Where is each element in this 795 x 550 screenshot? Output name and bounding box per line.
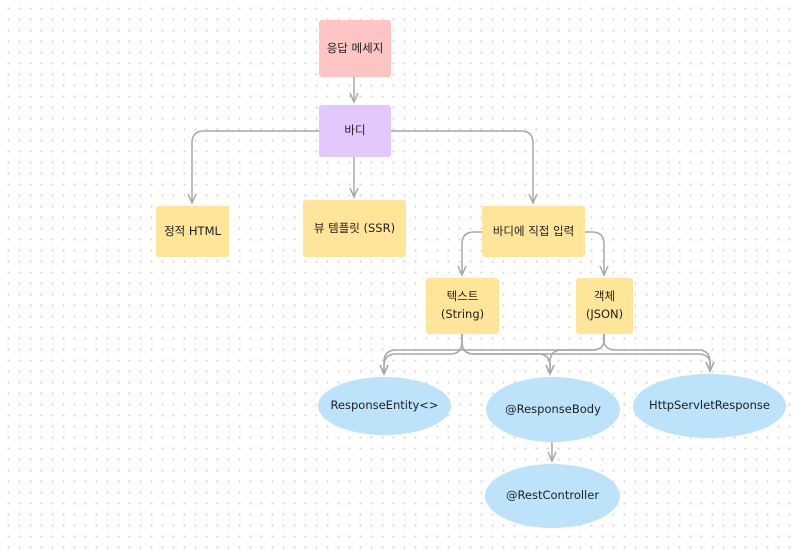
object-json-node[interactable]: 객체 (JSON) bbox=[576, 278, 633, 334]
edge-object-to-response-body bbox=[545, 334, 605, 376]
edge-object-to-http-servlet bbox=[603, 334, 715, 373]
rest-controller-label: @RestController bbox=[505, 488, 600, 503]
response-entity-node[interactable]: ResponseEntity<> bbox=[318, 377, 451, 435]
http-servlet-response-node[interactable]: HttpServletResponse bbox=[633, 374, 786, 438]
edge-text-to-response-entity bbox=[379, 334, 463, 376]
body-node[interactable]: 바디 bbox=[319, 105, 391, 157]
edge-direct-input-to-text bbox=[457, 231, 482, 277]
view-template-node[interactable]: 뷰 템플릿 (SSR) bbox=[303, 200, 406, 257]
response-body-node[interactable]: @ResponseBody bbox=[486, 377, 620, 442]
text-string-label: 텍스트 (String) bbox=[440, 289, 485, 321]
static-html-label: 정적 HTML bbox=[164, 223, 221, 238]
http-servlet-response-label: HttpServletResponse bbox=[649, 398, 770, 413]
direct-input-node[interactable]: 바디에 직접 입력 bbox=[482, 206, 585, 257]
response-entity-label: ResponseEntity<> bbox=[330, 398, 439, 413]
view-template-label: 뷰 템플릿 (SSR) bbox=[313, 220, 396, 235]
rest-controller-node[interactable]: @RestController bbox=[485, 464, 620, 528]
text-string-node[interactable]: 텍스트 (String) bbox=[426, 278, 499, 334]
response-body-label: @ResponseBody bbox=[505, 401, 601, 416]
edge-body-to-static-html bbox=[187, 130, 319, 205]
edge-text-to-http-servlet bbox=[461, 334, 715, 373]
object-json-label: 객체 (JSON) bbox=[585, 289, 624, 321]
direct-input-label: 바디에 직접 입력 bbox=[492, 223, 575, 238]
response-message-label: 응답 메세지 bbox=[326, 40, 384, 55]
body-label: 바디 bbox=[344, 123, 366, 138]
edge-direct-input-to-object bbox=[585, 231, 609, 277]
response-message-node[interactable]: 응답 메세지 bbox=[319, 20, 391, 77]
edge-body-to-direct-input bbox=[391, 130, 538, 205]
static-html-node[interactable]: 정적 HTML bbox=[156, 206, 229, 257]
